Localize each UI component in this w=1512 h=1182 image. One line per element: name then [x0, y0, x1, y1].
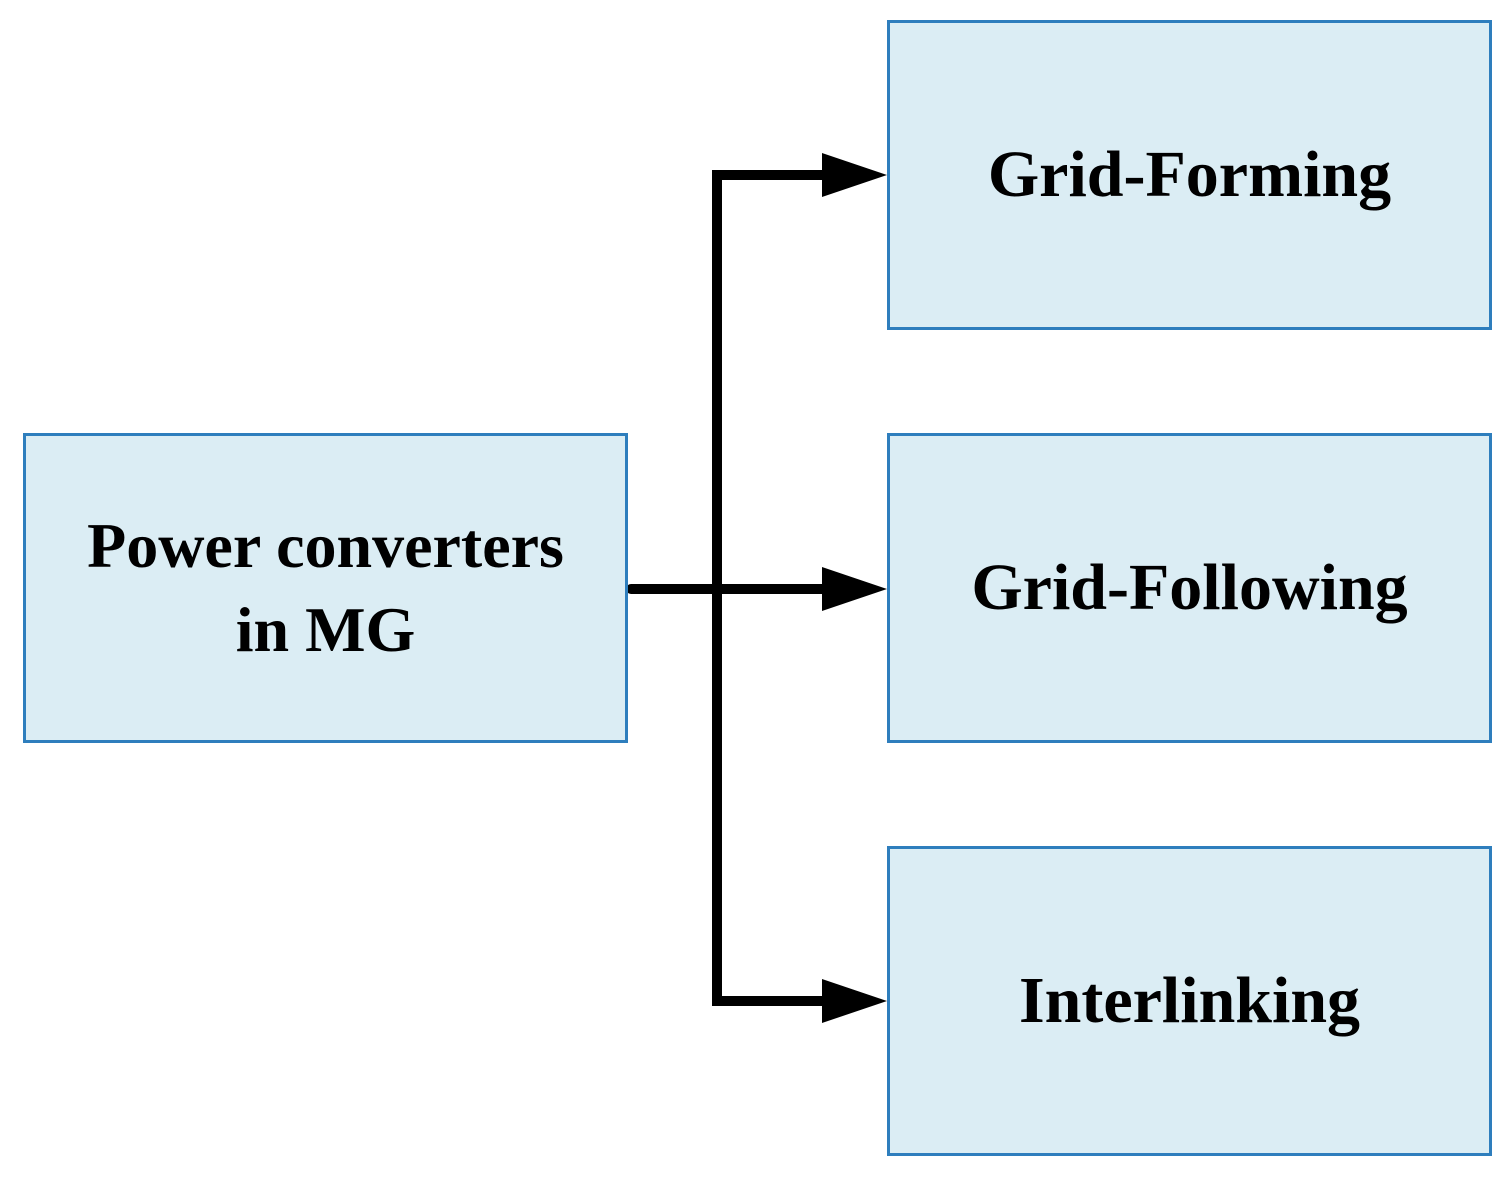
target-label-interlinking: Interlinking [1018, 964, 1361, 1037]
target-node-interlinking: Interlinking [887, 846, 1492, 1156]
target-label-grid-following: Grid-Following [971, 551, 1408, 624]
arrowhead-interlinking [822, 979, 887, 1023]
source-node-label: Power converters in MG [87, 504, 564, 672]
source-node-box: Power converters in MG [23, 433, 628, 743]
arrowhead-forming [822, 153, 887, 197]
source-label-line-2: in MG [235, 594, 416, 665]
source-label-line-1: Power converters [87, 510, 564, 581]
arrowhead-following [822, 567, 887, 611]
target-label-grid-forming: Grid-Forming [987, 138, 1392, 211]
target-node-grid-forming: Grid-Forming [887, 20, 1492, 330]
target-node-grid-following: Grid-Following [887, 433, 1492, 743]
